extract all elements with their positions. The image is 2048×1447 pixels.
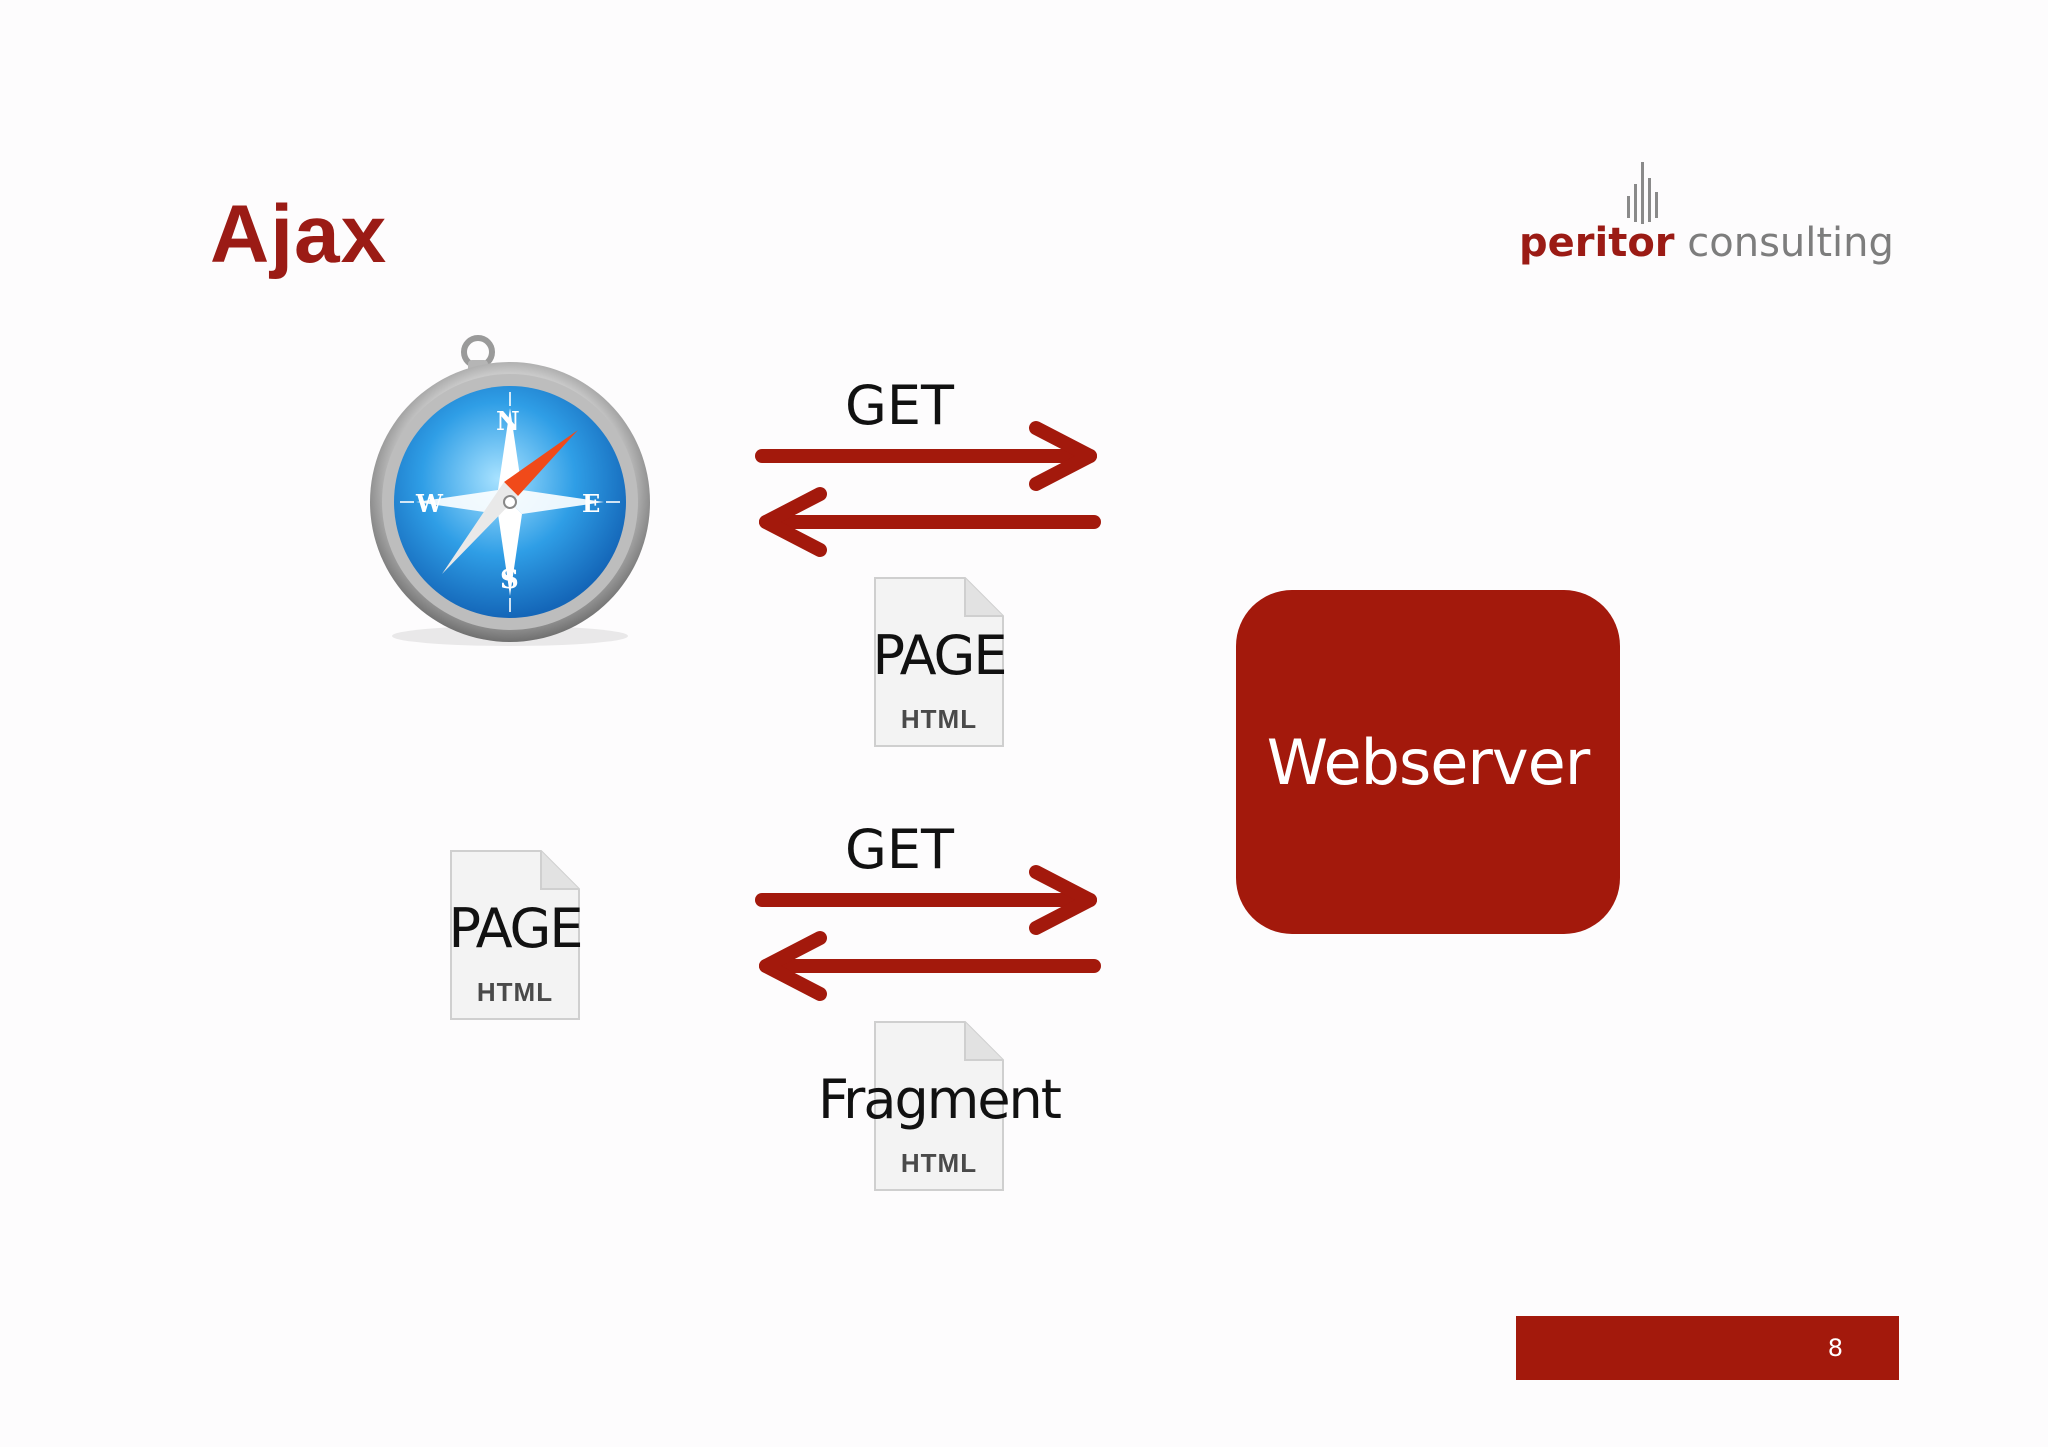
get-request-label-2: GET: [845, 818, 954, 881]
svg-text:S: S: [500, 565, 519, 595]
slide-title: Ajax: [210, 189, 388, 280]
document-type: HTML: [900, 1148, 978, 1178]
arrow-right-icon: [755, 865, 1097, 935]
document-icon: [874, 1021, 1004, 1191]
svg-text:N: N: [496, 407, 520, 437]
document-title: PAGE: [448, 897, 583, 960]
logo-brand-primary: peritor: [1519, 220, 1675, 266]
webserver-label: Webserver: [1266, 725, 1590, 799]
arrow-left-icon: [759, 931, 1101, 1001]
webserver-box: Webserver: [1236, 590, 1620, 934]
browser-compass-icon: N S E W: [370, 335, 650, 646]
document-icon: [450, 850, 580, 1020]
logo-bars-icon: [1627, 162, 1658, 224]
response-fragment-document: Fragment HTML: [818, 1020, 1062, 1192]
logo-text: peritor consulting: [1519, 220, 1894, 266]
document-type: HTML: [900, 704, 978, 734]
document-type: HTML: [476, 977, 554, 1007]
logo-brand-secondary: consulting: [1687, 220, 1894, 266]
document-title: Fragment: [818, 1068, 1062, 1131]
footer-bar: 8: [1516, 1316, 1899, 1380]
arrow-left-icon: [759, 487, 1101, 557]
client-page-document: PAGE HTML: [448, 849, 584, 1021]
page-number: 8: [1827, 1334, 1843, 1362]
get-request-label-1: GET: [845, 374, 954, 437]
document-title: PAGE: [872, 624, 1007, 687]
svg-text:W: W: [415, 489, 444, 518]
svg-text:E: E: [582, 489, 600, 518]
response-page-document: PAGE HTML: [872, 576, 1008, 748]
company-logo: peritor consulting: [1515, 158, 1894, 268]
arrow-right-icon: [755, 421, 1097, 491]
document-icon: [874, 577, 1004, 747]
